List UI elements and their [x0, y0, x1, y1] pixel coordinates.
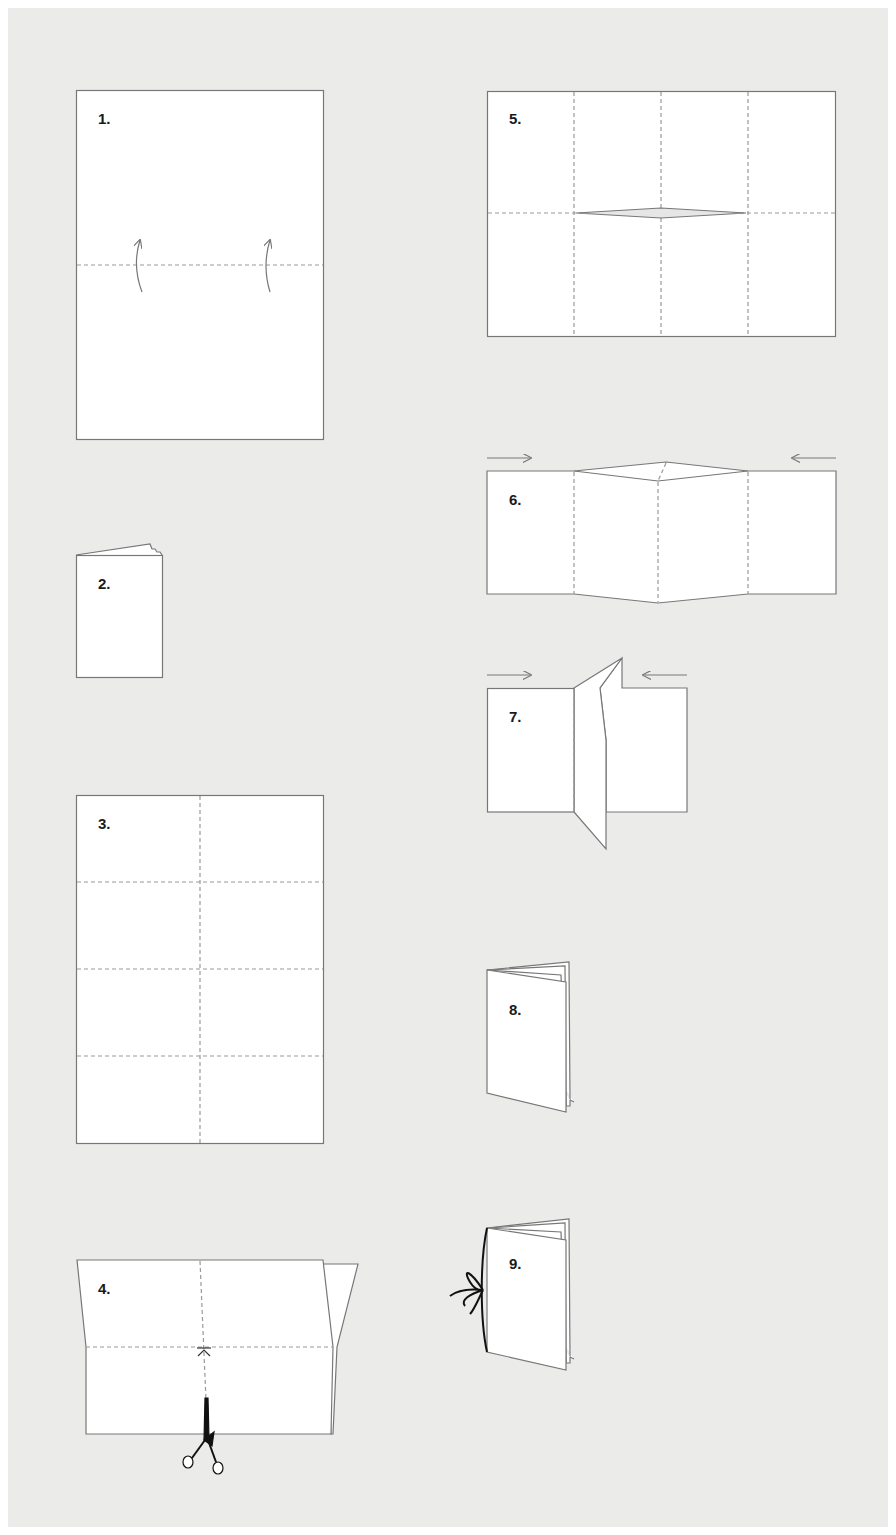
step-number: 5.	[509, 111, 522, 126]
step-number: 3.	[98, 816, 111, 831]
step-number: 6.	[509, 492, 522, 507]
step-number: 2.	[98, 576, 111, 591]
step-number: 8.	[509, 1002, 522, 1017]
step-number: 9.	[509, 1256, 522, 1271]
step-number: 1.	[98, 111, 111, 126]
step-number: 7.	[509, 709, 522, 724]
step-number: 4.	[98, 1281, 111, 1296]
